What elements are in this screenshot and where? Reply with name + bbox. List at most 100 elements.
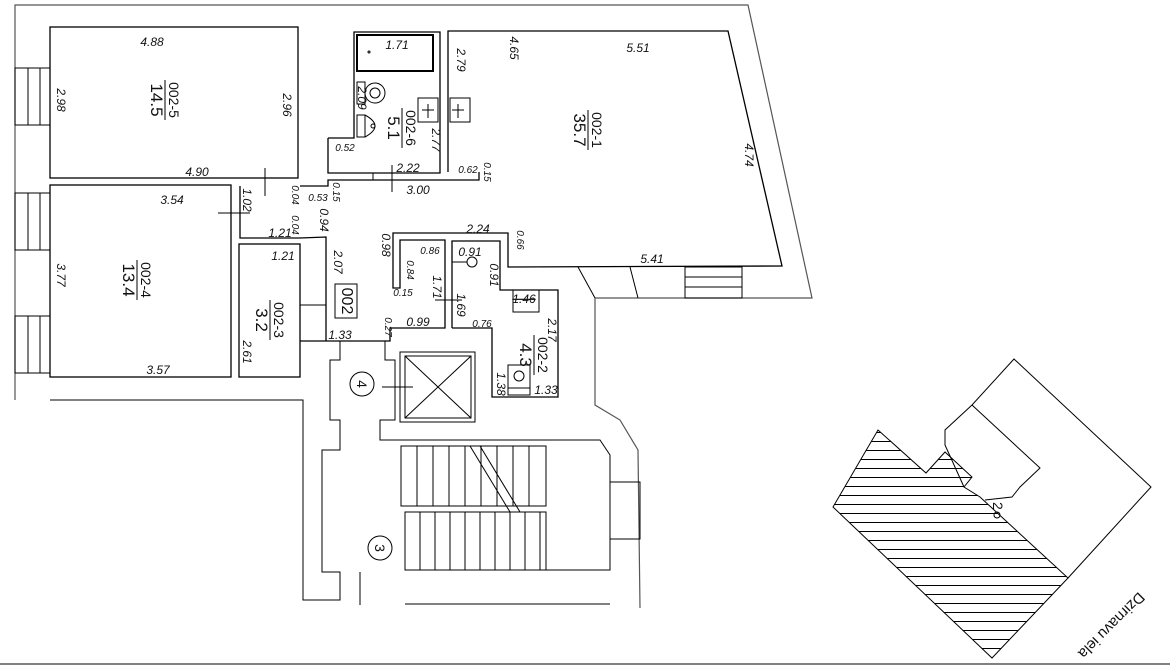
dimension-label: 2.24 [465, 222, 490, 236]
dimension-label: 2.17 [545, 317, 559, 343]
dimension-label: 0.04 [289, 215, 300, 235]
dimension-label: 0.52 [335, 143, 355, 154]
dimension-label: 0.84 [404, 260, 415, 280]
dimension-label: 2.98 [54, 87, 68, 112]
room-002-1 [300, 30, 783, 342]
dimension-label: 2.61 [240, 339, 254, 363]
room-id: 002-4 [138, 262, 154, 298]
location-marker-icon [993, 511, 1001, 519]
dimension-label: 1.38 [494, 372, 508, 396]
dimension-label: 2.09 [355, 85, 369, 110]
dimension-label: 1.21 [268, 226, 291, 240]
room-area: 13.4 [119, 263, 138, 296]
dimension-label: 4.88 [140, 35, 164, 49]
courtyard-outline [971, 404, 1041, 501]
dimension-labels: 4.88 2.98 2.96 4.903.54 3.77 3.57 1.02 0.04 0.53… [54, 35, 756, 397]
room-label-002-3: 002-33.2 [252, 300, 287, 340]
dimension-label: 4.65 [507, 36, 521, 60]
room-label-002-5: 002-514.5 [147, 80, 182, 120]
dimension-label: 0.91 [458, 245, 481, 259]
room-002-5 [49, 26, 299, 179]
dimension-label: 0.99 [406, 315, 430, 329]
dimension-label: 5.51 [626, 41, 649, 55]
dimension-label: 4.90 [185, 165, 209, 179]
dimension-label: 0.15 [393, 288, 413, 299]
vent-shaft-icon [449, 97, 471, 123]
dimension-label: 0.62 [458, 165, 478, 176]
apartment-label: 002 [334, 283, 358, 319]
dimension-label: 1.46 [512, 292, 536, 306]
walls [0, 4, 1170, 665]
dimension-label: 1.71 [430, 275, 444, 298]
room-area: 3.2 [252, 308, 271, 332]
site-plan: 2 Dzirnavu iela [832, 358, 1152, 663]
room-label-002-1: 002-135.7 [570, 110, 605, 150]
stair-treads [400, 446, 541, 570]
dimension-label: 0.53 [308, 193, 328, 204]
dimension-label: 2.79 [454, 47, 468, 72]
corridor-wall [300, 172, 480, 187]
dimension-label: 0.91 [487, 263, 501, 286]
dimension-label: 0.15 [481, 162, 492, 182]
dimension-label: 0.94 [317, 208, 331, 232]
room-label-002-4: 002-413.4 [119, 260, 154, 300]
dimension-label: 0.86 [420, 246, 440, 257]
dimension-label: 1.69 [454, 293, 468, 317]
windows [14, 67, 51, 374]
dimension-label: 1.33 [534, 383, 558, 397]
apartment-number: 002 [338, 288, 355, 315]
dimension-label: 0.27 [382, 317, 393, 337]
dimension-label: 5.41 [640, 252, 663, 266]
dimension-label: 3.00 [406, 183, 430, 197]
room-id: 002-2 [535, 337, 551, 373]
room-002-4 [49, 184, 232, 378]
building-number: 2 [990, 502, 1006, 510]
room-area: 5.1 [384, 116, 403, 140]
room-id: 002-5 [166, 82, 182, 118]
dimension-label: 0.66 [514, 230, 525, 250]
room-002-3 [238, 243, 301, 378]
dimension-label: 3.57 [146, 363, 171, 377]
room-area: 4.3 [516, 343, 535, 367]
room-area: 14.5 [147, 83, 166, 116]
dimension-label: 1.02 [240, 188, 254, 212]
stair-marker-label: 4 [354, 380, 370, 388]
room-id: 002-3 [271, 302, 287, 338]
stair-marker-3: 3 [367, 535, 393, 561]
corridor-wall [239, 186, 327, 341]
dimension-label: 1.33 [328, 328, 352, 342]
room-label-002-6: 002-65.1 [384, 108, 419, 148]
stair-marker-label: 3 [372, 544, 388, 552]
dimension-label: 3.77 [54, 263, 68, 288]
dimension-label: 2.07 [331, 249, 345, 275]
dimension-label: 3.54 [160, 193, 184, 207]
dimension-label: 0.98 [379, 233, 393, 257]
dimension-label: 0.76 [472, 319, 492, 330]
dimension-label: 1.21 [271, 249, 294, 263]
shaft-box-icon [512, 289, 540, 313]
room-label-002-2: 002-24.3 [516, 335, 551, 375]
room-area: 35.7 [570, 113, 589, 146]
room-id: 002-6 [403, 110, 419, 146]
stairwell [50, 341, 641, 605]
room-002-6 [327, 31, 441, 174]
toilet-icon [507, 364, 531, 396]
room-id: 002-1 [589, 112, 605, 148]
door-marks [218, 165, 462, 306]
dimension-label: 0.04 [289, 185, 300, 205]
sink-icon [452, 256, 478, 268]
street-name: Dzirnavu iela [1074, 589, 1148, 663]
dimension-label: 2.22 [395, 161, 420, 175]
dimension-label: 1.71 [385, 38, 408, 52]
bathtub-icon [356, 34, 434, 72]
hatched-building [832, 429, 1069, 659]
dimension-label: 2.96 [280, 92, 294, 117]
stair-marker-4: 4 [349, 371, 375, 397]
dimension-label: 4.74 [742, 143, 756, 167]
toilet-icon [356, 81, 386, 138]
room-002-2 [451, 240, 559, 398]
vent-shaft-icon [417, 97, 439, 123]
dimension-label: 0.15 [330, 182, 341, 202]
